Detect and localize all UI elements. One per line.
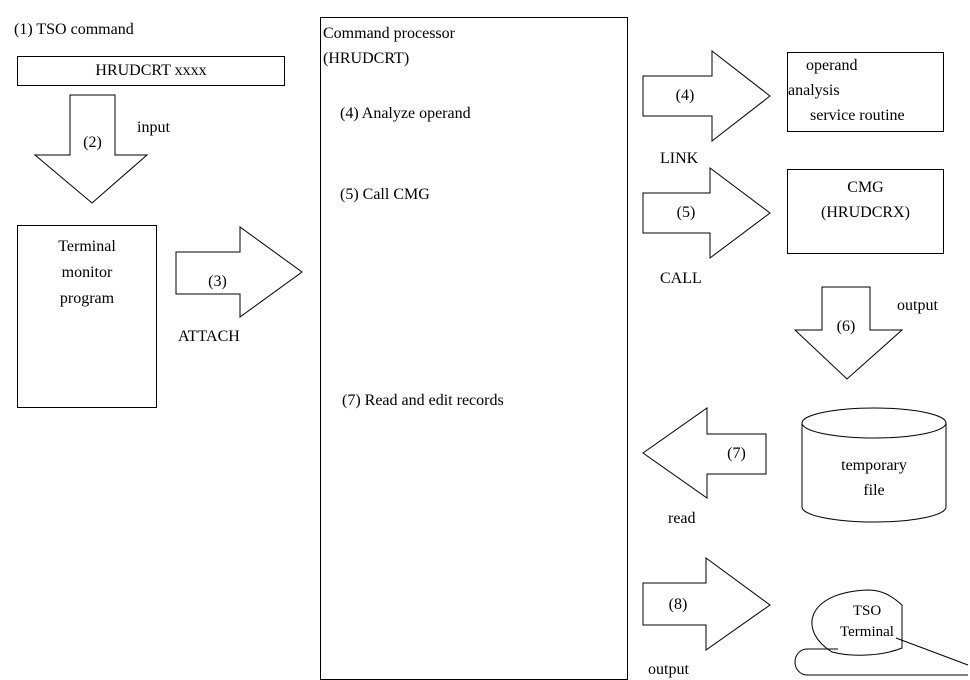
temporary-file-line1: temporary — [841, 457, 907, 474]
attach-arrow-shape — [175, 226, 303, 318]
tso-command-text: HRUDCRT xxxx — [95, 62, 207, 79]
tso-command-heading: (1) TSO command — [14, 21, 134, 38]
link-arrow-shape — [642, 49, 771, 143]
temporary-file-cylinder-top — [801, 407, 947, 439]
cmg-line2: (HRUDCRX) — [821, 204, 910, 221]
temporary-file-line2: file — [863, 482, 885, 499]
operand-routine-box — [787, 52, 944, 132]
step-7-read-edit-records: (7) Read and edit records — [342, 392, 504, 409]
input-arrow-label: input — [137, 119, 170, 136]
tso-terminal-line1: TSO — [852, 603, 882, 619]
output-arrow-6-label: output — [897, 297, 938, 314]
step-5-call-cmg: (5) Call CMG — [340, 186, 430, 203]
link-arrow-label: LINK — [660, 150, 699, 167]
operand-routine-line2: analysis — [788, 82, 840, 99]
read-arrow-number: (7) — [727, 445, 746, 462]
output-arrow-6-shape — [793, 286, 904, 380]
tso-terminal-line2: Terminal — [840, 624, 894, 640]
cmg-box — [787, 169, 944, 254]
tso-terminal-paper-line — [895, 637, 969, 666]
terminal-monitor-box — [17, 225, 157, 408]
output-arrow-6-number: (6) — [836, 318, 856, 335]
output-arrow-8-label: output — [648, 661, 689, 678]
terminal-monitor-line3: program — [59, 290, 115, 307]
call-arrow-number: (5) — [676, 204, 696, 221]
tso-terminal-shape — [811, 589, 903, 656]
attach-arrow-number: (3) — [208, 273, 227, 290]
output-arrow-8-shape — [642, 557, 771, 651]
read-arrow-label: read — [668, 510, 696, 527]
step-4-analyze-operand: (4) Analyze operand — [340, 105, 471, 122]
terminal-monitor-line2: monitor — [61, 264, 113, 281]
terminal-monitor-line1: Terminal — [58, 238, 116, 255]
tso-command-box: HRUDCRT xxxx — [17, 56, 285, 86]
input-arrow-shape — [33, 94, 149, 204]
tso-terminal-base — [794, 648, 968, 676]
operand-routine-line1: operand — [806, 57, 858, 74]
call-arrow-shape — [642, 167, 771, 259]
read-arrow-shape — [642, 407, 767, 499]
cmg-line1: CMG — [847, 179, 884, 196]
input-arrow-number: (2) — [83, 134, 102, 151]
output-arrow-8-number: (8) — [668, 596, 688, 613]
link-arrow-number: (4) — [675, 87, 695, 104]
temporary-file-cylinder — [801, 423, 947, 523]
command-processor-title-line1: Command processor — [323, 25, 455, 42]
attach-arrow-label: ATTACH — [178, 328, 240, 345]
call-arrow-label: CALL — [660, 270, 702, 287]
command-processor-title-line2: (HRUDCRT) — [323, 50, 410, 67]
operand-routine-line3: service routine — [810, 107, 905, 124]
